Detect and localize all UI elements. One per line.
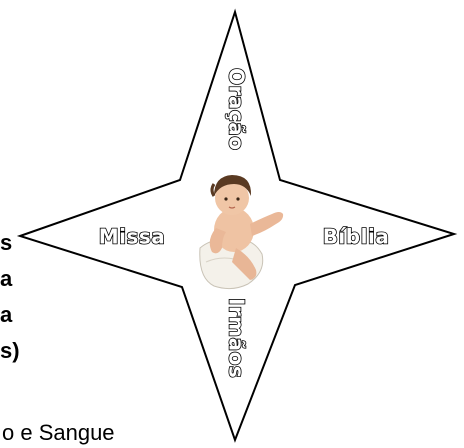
star-label-top: Oração: [225, 68, 249, 150]
star-label-left: Missa: [99, 225, 166, 249]
star-label-bottom: Irmãos: [225, 298, 249, 378]
star-label-right: Bíblia: [323, 225, 390, 249]
